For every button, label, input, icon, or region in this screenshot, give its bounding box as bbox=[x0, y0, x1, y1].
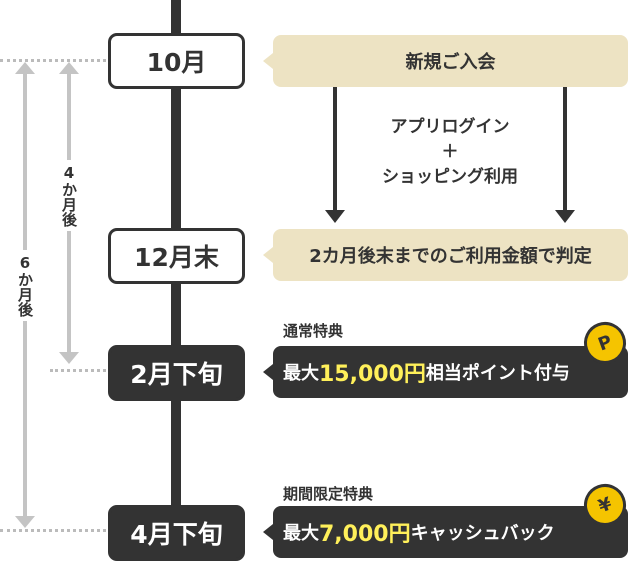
judge-bubble: 2カ月後末までのご利用金額で判定 bbox=[263, 229, 628, 281]
benefit-caption: 通常特典 bbox=[283, 322, 344, 340]
four-month-label: 4か月後 bbox=[59, 160, 80, 231]
condition-text: アプリログイン ＋ ショッピング利用 bbox=[345, 115, 555, 190]
six-month-label: 6か月後 bbox=[15, 250, 36, 321]
timeline-node-late-april: 4月下旬 bbox=[108, 505, 245, 561]
flow-arrow-left bbox=[333, 87, 337, 212]
dotted-guide-oct bbox=[0, 59, 106, 62]
condition-plus: ＋ bbox=[441, 142, 459, 162]
arrow-down-icon bbox=[59, 352, 79, 364]
timeline-node-october: 10月 bbox=[108, 33, 245, 89]
benefit-amount: 15,000円 bbox=[319, 362, 426, 387]
arrow-down-icon bbox=[325, 210, 345, 223]
benefit-prefix: 最大 bbox=[283, 523, 319, 544]
benefit-amount: 7,000円 bbox=[319, 522, 411, 547]
benefit-prefix: 最大 bbox=[283, 363, 319, 384]
timeline-node-late-february: 2月下旬 bbox=[108, 345, 245, 401]
arrow-down-icon bbox=[555, 210, 575, 223]
dotted-guide-feb bbox=[50, 369, 106, 372]
arrow-up-icon bbox=[15, 62, 35, 74]
dotted-guide-apr bbox=[0, 529, 106, 532]
condition-line2: ショッピング利用 bbox=[382, 167, 518, 187]
benefit-caption: 期間限定特典 bbox=[283, 485, 374, 503]
join-bubble: 新規ご入会 bbox=[263, 35, 628, 87]
flow-arrow-right bbox=[563, 87, 567, 212]
benefit-suffix: キャッシュバック bbox=[410, 523, 555, 544]
timeline-node-december-end: 12月末 bbox=[108, 228, 245, 284]
arrow-down-icon bbox=[15, 516, 35, 528]
benefit-suffix: 相当ポイント付与 bbox=[425, 363, 570, 384]
arrow-up-icon bbox=[59, 62, 79, 74]
condition-line1: アプリログイン bbox=[390, 117, 510, 137]
